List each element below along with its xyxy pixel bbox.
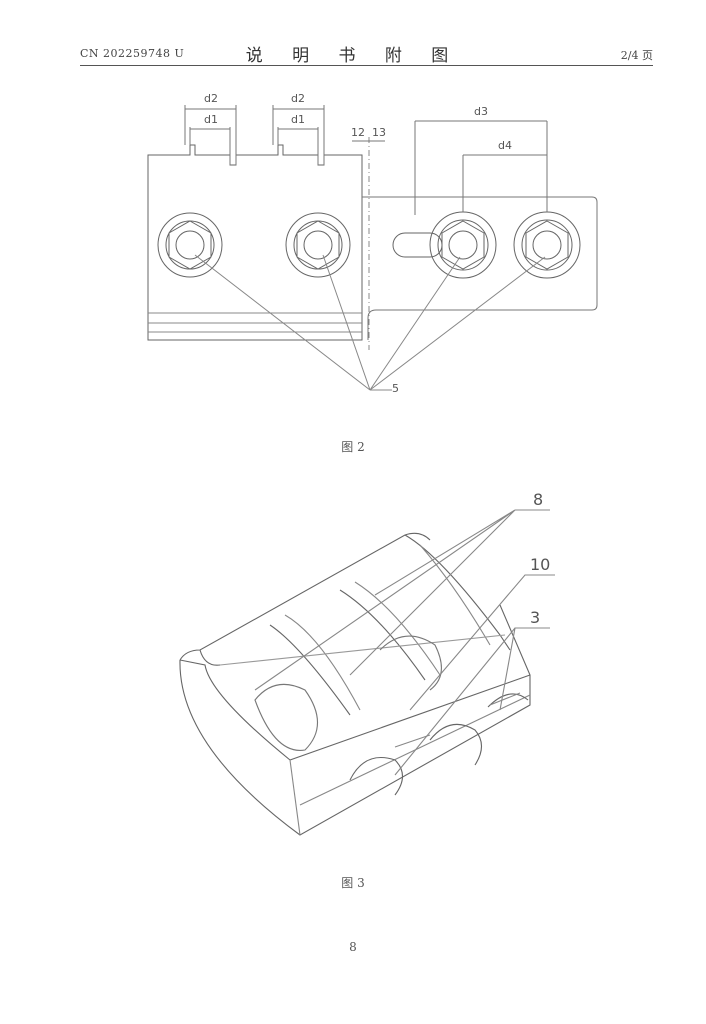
figure-3-caption: 图 3	[341, 876, 365, 890]
ref-label: 12	[351, 126, 365, 139]
page-indicator: 2/4 页	[620, 49, 653, 62]
dim-label: d1	[291, 113, 305, 126]
patent-number: CN 202259748 U	[80, 47, 185, 60]
figure-3-drawing: 8 10 3	[179, 490, 555, 836]
dim-label: d1	[204, 113, 218, 126]
ref-label: 13	[372, 126, 386, 139]
figure-2-caption: 图 2	[341, 440, 365, 454]
dim-label: d2	[291, 92, 305, 105]
page-number: 8	[349, 940, 357, 954]
ref-label: 5	[392, 382, 399, 395]
header-title: 说 明 书 附 图	[245, 46, 461, 66]
header-rule	[80, 65, 653, 66]
page-header: CN 202259748 U 说 明 书 附 图 2/4 页	[0, 0, 706, 70]
ref-label: 3	[530, 608, 540, 627]
ref-label: 10	[530, 555, 550, 574]
dim-label: d3	[474, 105, 488, 118]
dim-label: d2	[204, 92, 218, 105]
left-body-outline	[147, 144, 363, 341]
dim-label: d4	[498, 139, 512, 152]
ref-label: 8	[533, 490, 543, 509]
figure-2-drawing: d2 d1 d2 d1 12 13 d3 d4 5	[147, 92, 598, 395]
